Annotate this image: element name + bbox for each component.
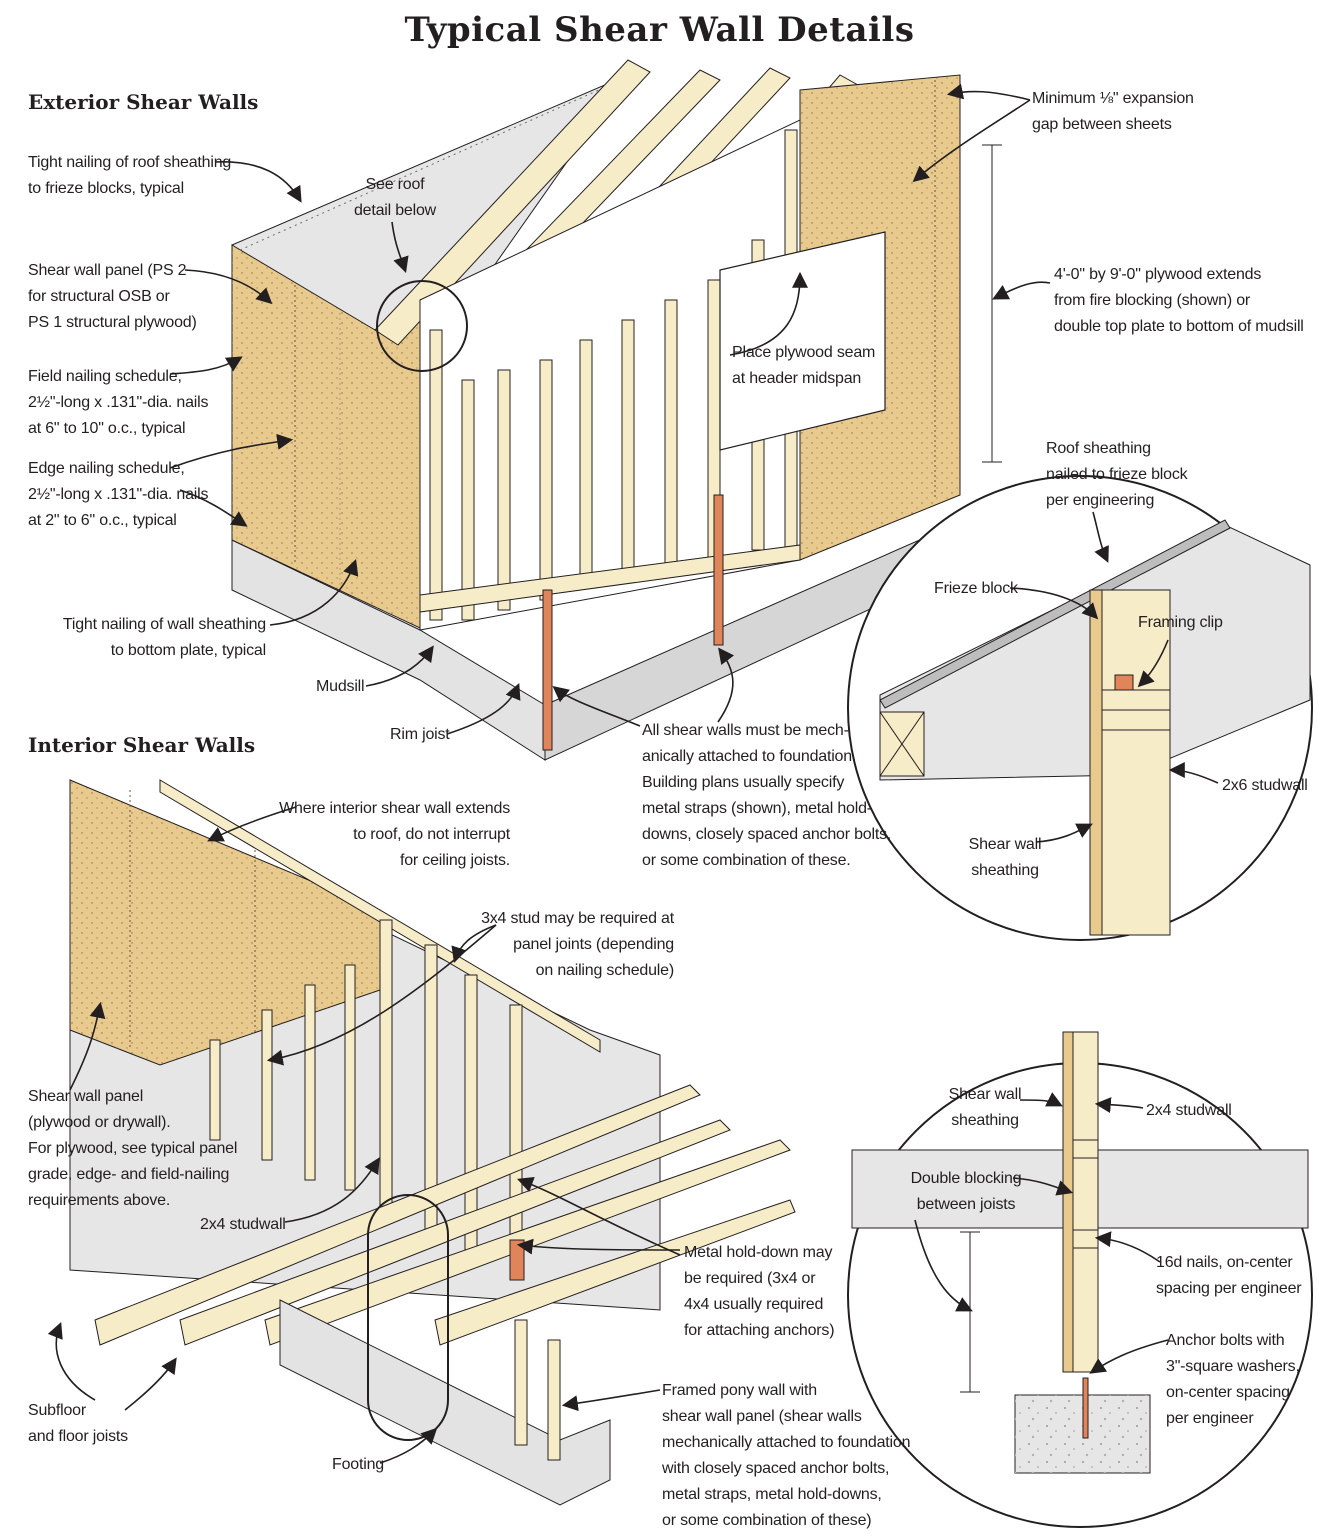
window-opening [719, 231, 886, 451]
diagram-title: Typical Shear Wall Details [404, 10, 915, 50]
subfloor-callout-capsule [367, 1194, 449, 1441]
exterior-wall-illustration [230, 59, 1002, 761]
label-rim-joist: Rim joist [390, 726, 450, 743]
label-plywood-seam: Place plywood seam at header midspan [732, 344, 876, 387]
section-interior-heading: Interior Shear Walls [28, 733, 256, 757]
label-interior-extends-to-roof: Where interior shear wall extends to roo… [279, 800, 510, 869]
label-mudsill: Mudsill [316, 678, 365, 695]
label-footing: Footing [332, 1456, 384, 1473]
label-edge-nailing-schedule: Edge nailing schedule, 2½"-long x .131"-… [28, 460, 209, 529]
label-framing-clip: Framing clip [1138, 614, 1223, 631]
metal-strap-2 [713, 494, 724, 646]
label-tight-nailing-wall: Tight nailing of wall sheathing to botto… [62, 616, 266, 659]
metal-strap-1 [542, 589, 553, 751]
label-2x6-studwall: 2x6 studwall [1222, 777, 1308, 794]
label-tight-nailing-roof: Tight nailing of roof sheathing to friez… [28, 154, 232, 197]
roof-detail [847, 475, 1313, 941]
label-expansion-gap: Minimum ⅛" expansion gap between sheets [1032, 90, 1194, 133]
label-shear-wall-panel-interior: Shear wall panel (plywood or drywall). F… [28, 1088, 238, 1209]
leader-lines [47, 83, 1219, 1464]
label-metal-holddown: Metal hold-down may be required (3x4 or … [684, 1244, 835, 1339]
label-roof-sheathing-nailed: Roof sheathing nailed to frieze block pe… [1046, 440, 1188, 509]
label-plywood-extends: 4'-0" by 9'-0" plywood extends from fire… [1054, 266, 1304, 335]
label-16d-nails: 16d nails, on-center spacing per enginee… [1156, 1254, 1302, 1297]
label-shear-wall-sheathing-foundation-detail: Shear wall sheathing [948, 1086, 1022, 1129]
foundation-detail [847, 1031, 1313, 1528]
label-2x4-studwall-interior: 2x4 studwall [200, 1216, 286, 1233]
label-shear-wall-sheathing-roof-detail: Shear wall sheathing [968, 836, 1042, 879]
label-shear-wall-panel-exterior: Shear wall panel (PS 2 for structural OS… [28, 262, 197, 331]
label-frieze-block: Frieze block [934, 580, 1018, 597]
section-exterior-heading: Exterior Shear Walls [28, 90, 259, 114]
label-3x4-stud: 3x4 stud may be required at panel joints… [481, 910, 674, 979]
label-double-blocking: Double blocking between joists [910, 1170, 1022, 1213]
label-mechanically-attached: All shear walls must be mech- anically a… [642, 722, 892, 869]
label-anchor-bolts: Anchor bolts with 3"-square washers, on-… [1166, 1332, 1300, 1427]
label-framed-pony-wall: Framed pony wall with shear wall panel (… [662, 1382, 911, 1529]
label-field-nailing-schedule: Field nailing schedule, 2½"-long x .131"… [28, 368, 209, 437]
label-2x4-studwall-detail: 2x4 studwall [1146, 1102, 1232, 1119]
roof-detail-callout-circle [376, 280, 468, 372]
rafter-1 [374, 59, 651, 346]
label-subfloor-and-joists: Subfloor and floor joists [28, 1402, 128, 1445]
label-see-roof-detail: See roof detail below [353, 176, 437, 219]
